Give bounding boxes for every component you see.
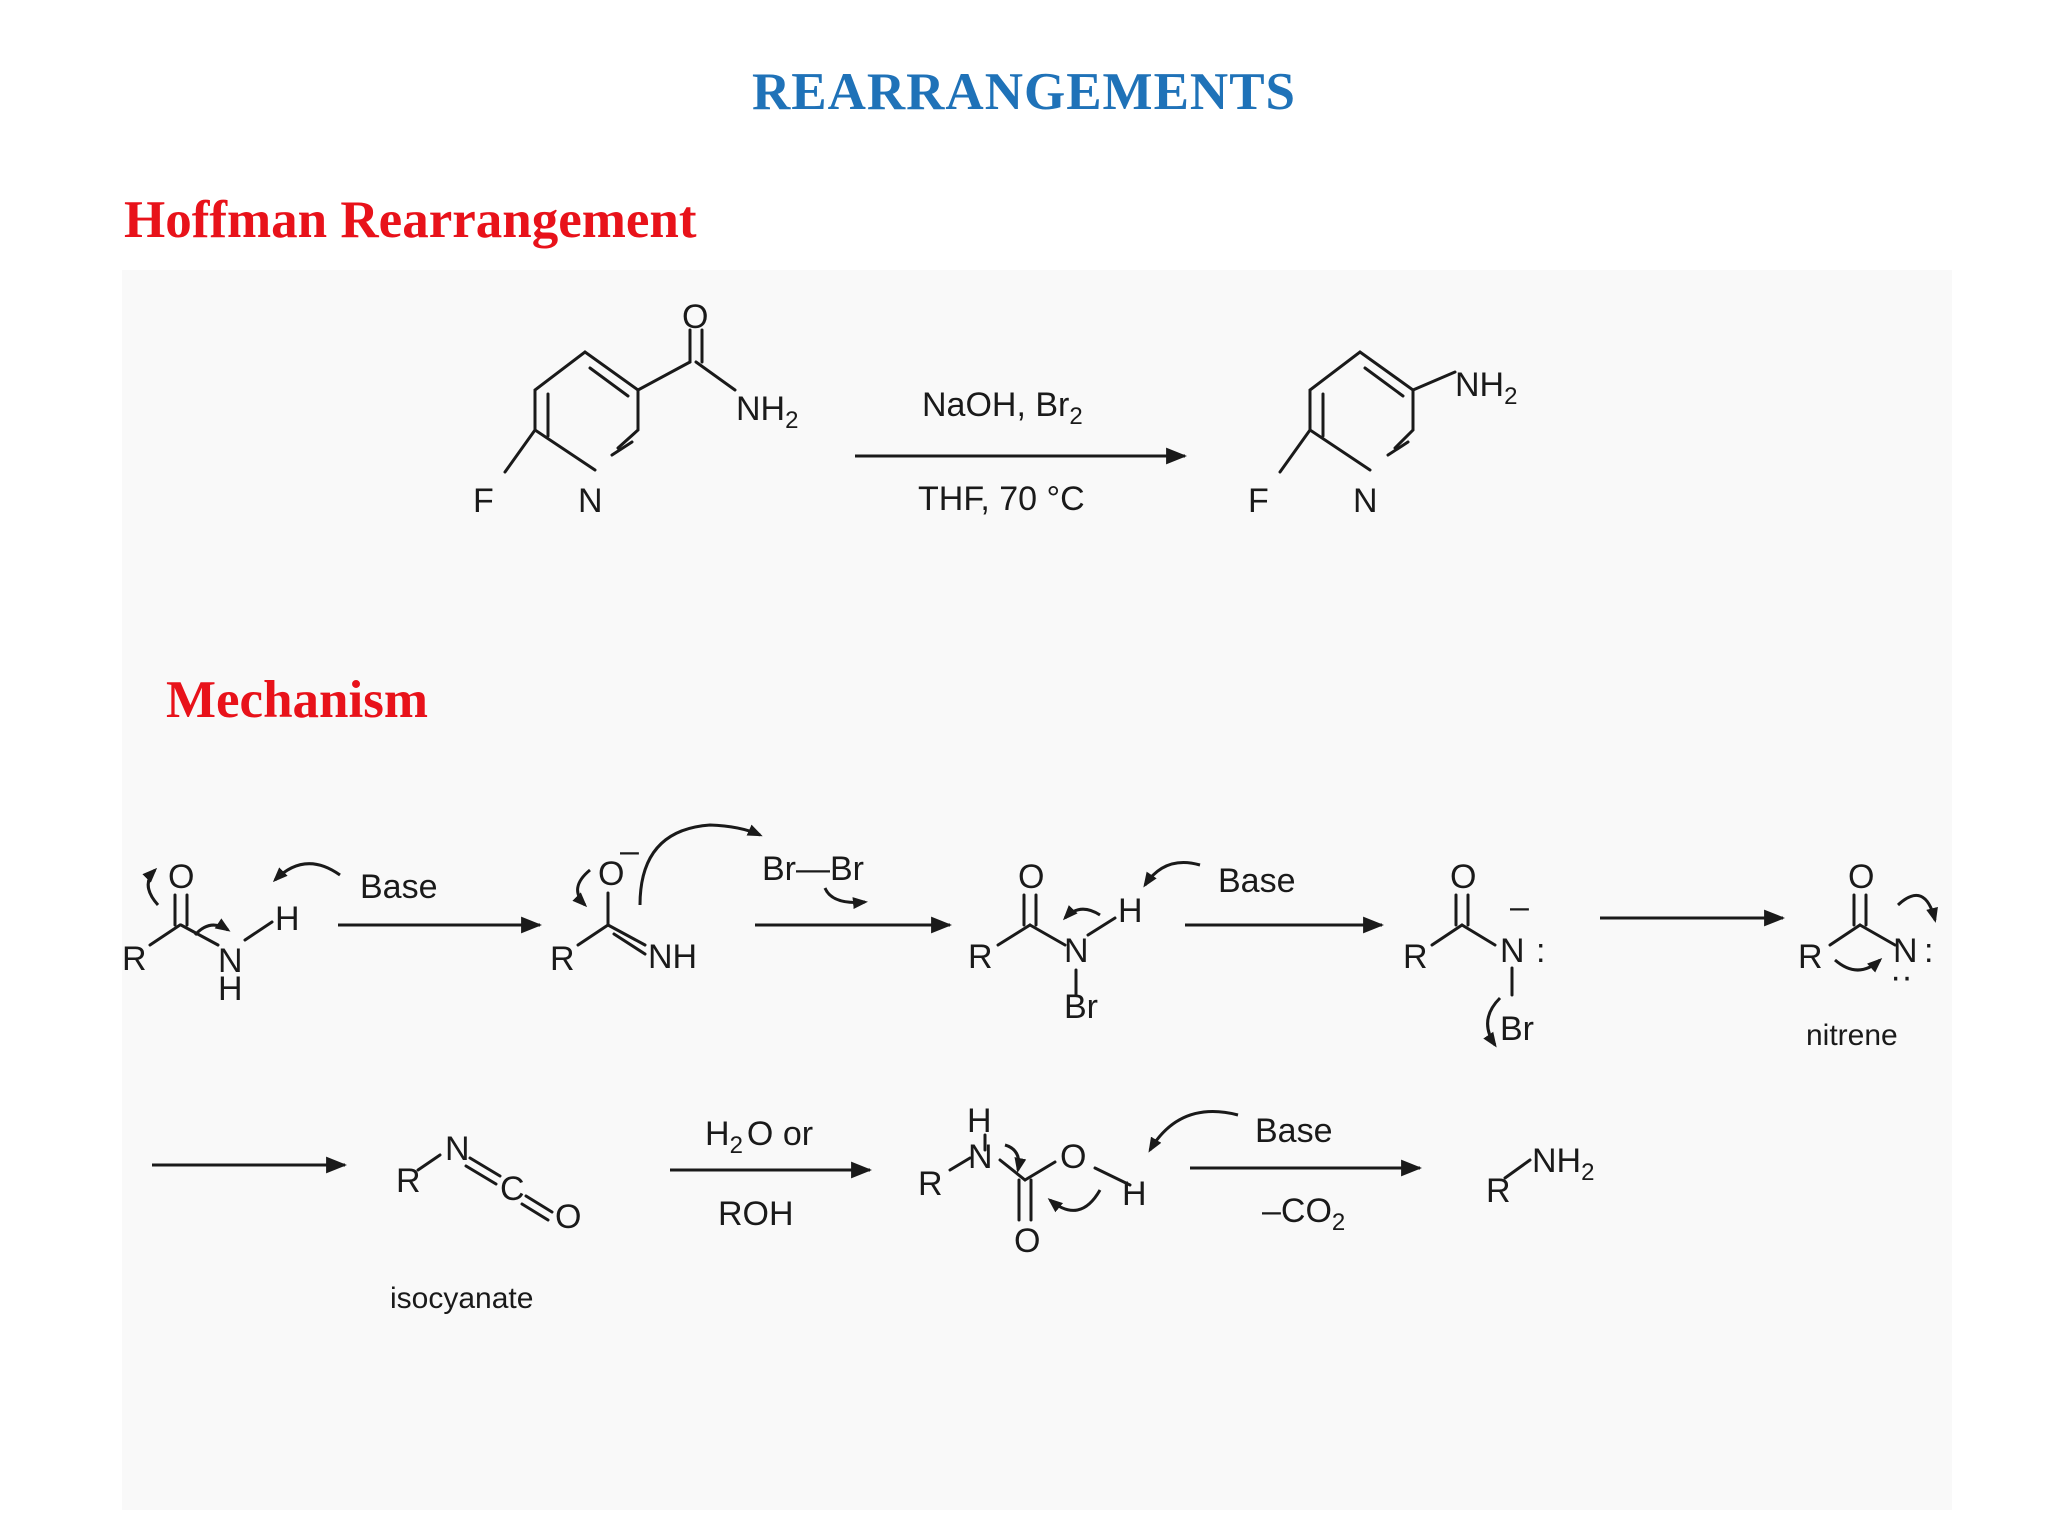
mech-amidate-anion: O – R NH (550, 823, 763, 978)
mech-n-bromoamide: O R N H Br (968, 858, 1201, 1026)
s4-nitrogen: N (1500, 932, 1525, 970)
overall-reagent-below: THF, 70 °C (918, 480, 1085, 518)
s6-label: isocyanate (390, 1282, 533, 1315)
product-6-fluoropyridin-3-amine: NH2 F N (1248, 350, 1517, 520)
s3-hydrogen: H (1118, 892, 1143, 930)
s3-r-group: R (968, 938, 993, 976)
s3-oxygen: O (1018, 858, 1044, 896)
slide-title: REARRANGEMENTS (751, 63, 1297, 121)
reactant-oxygen: O (682, 298, 708, 336)
s7-hydrogen-right: H (1122, 1175, 1147, 1213)
s5-label: nitrene (1806, 1019, 1898, 1052)
s1-r-group: R (122, 940, 147, 978)
s5-lone-pair: : (1924, 932, 1933, 970)
mech-arrow-1: Base (338, 868, 543, 934)
s3-reagent: Base (1218, 862, 1296, 900)
s4-oxygen: O (1450, 858, 1476, 896)
mech-arrow-2: Br—Br (755, 850, 953, 934)
diagram-background (122, 270, 1952, 1510)
mech-amide: O R N H H (122, 858, 341, 1008)
s7-reagent-above: Base (1255, 1112, 1333, 1150)
s8-amine-nh: NH2 (1532, 1142, 1594, 1186)
s3-nitrogen: N (1064, 932, 1089, 970)
s8-r-group: R (1486, 1172, 1511, 1210)
s5-oxygen: O (1848, 858, 1874, 896)
s1-oxygen: O (168, 858, 194, 896)
s7-r-group: R (918, 1165, 943, 1203)
s6-reagent-below: ROH (718, 1195, 794, 1233)
overall-reagent-above: NaOH, Br2 (922, 386, 1083, 430)
s2-oxygen: O (598, 855, 624, 893)
s5-lone-pair-below: ·· (1890, 958, 1913, 996)
product-ring-nitrogen: N (1353, 482, 1378, 520)
mech-carbamic-acid: H N R O H O (918, 1102, 1239, 1260)
reactant-6-fluoronicotinamide: O NH2 F N (473, 298, 798, 520)
product-fluorine: F (1248, 482, 1269, 520)
s6-r-group: R (396, 1162, 421, 1200)
reactant-fluorine: F (473, 482, 494, 520)
s7-reagent-below: –CO2 (1262, 1192, 1345, 1236)
mech-arrow-3: Base (1185, 862, 1385, 934)
product-amine-nh: NH2 (1455, 366, 1517, 410)
s4-bromine: Br (1500, 1010, 1534, 1048)
s6-nitrogen: N (445, 1130, 470, 1168)
s5-nitrogen: N (1893, 932, 1918, 970)
s6-carbon: C (500, 1170, 525, 1208)
s7-hydrogen-top: H (967, 1102, 992, 1140)
reactant-amide-nh: NH2 (736, 390, 798, 434)
reactant-ring-nitrogen: N (578, 482, 603, 520)
mechanism-section-title: Mechanism (166, 671, 429, 729)
s2-r-group: R (550, 940, 575, 978)
s2-imine-nh: NH (648, 938, 697, 976)
s3-bromine: Br (1064, 988, 1098, 1026)
s1-nitrogen: N (218, 942, 243, 980)
mech-acyl-nitrene: O R N : ·· nitrene (1798, 858, 1938, 1052)
overall-reaction-arrow: NaOH, Br2 THF, 70 °C (855, 386, 1188, 518)
s4-charge: – (1510, 888, 1529, 926)
s7-ring-oxygen: O (1060, 1138, 1086, 1176)
s4-r-group: R (1403, 938, 1428, 976)
hoffman-section-title: Hoffman Rearrangement (124, 191, 697, 249)
s2-reagent: Br—Br (762, 850, 864, 888)
s1-reagent: Base (360, 868, 438, 906)
s2-charge: – (620, 832, 639, 870)
s5-r-group: R (1798, 938, 1823, 976)
mech-isocyanate: R N C O isocyanate (390, 1130, 581, 1315)
s1-hydrogen-top: H (275, 900, 300, 938)
s6-oxygen: O (555, 1198, 581, 1236)
s7-carbonyl-oxygen: O (1014, 1222, 1040, 1260)
mech-arrow-7: Base –CO2 (1190, 1112, 1423, 1236)
mech-amine-product: R NH2 (1486, 1142, 1594, 1210)
s7-nitrogen: N (968, 1138, 993, 1176)
s1-hydrogen-bottom: H (218, 970, 243, 1008)
s4-lone-pair: : (1536, 932, 1545, 970)
mech-bromo-anion: O R N – : Br (1403, 858, 1545, 1048)
